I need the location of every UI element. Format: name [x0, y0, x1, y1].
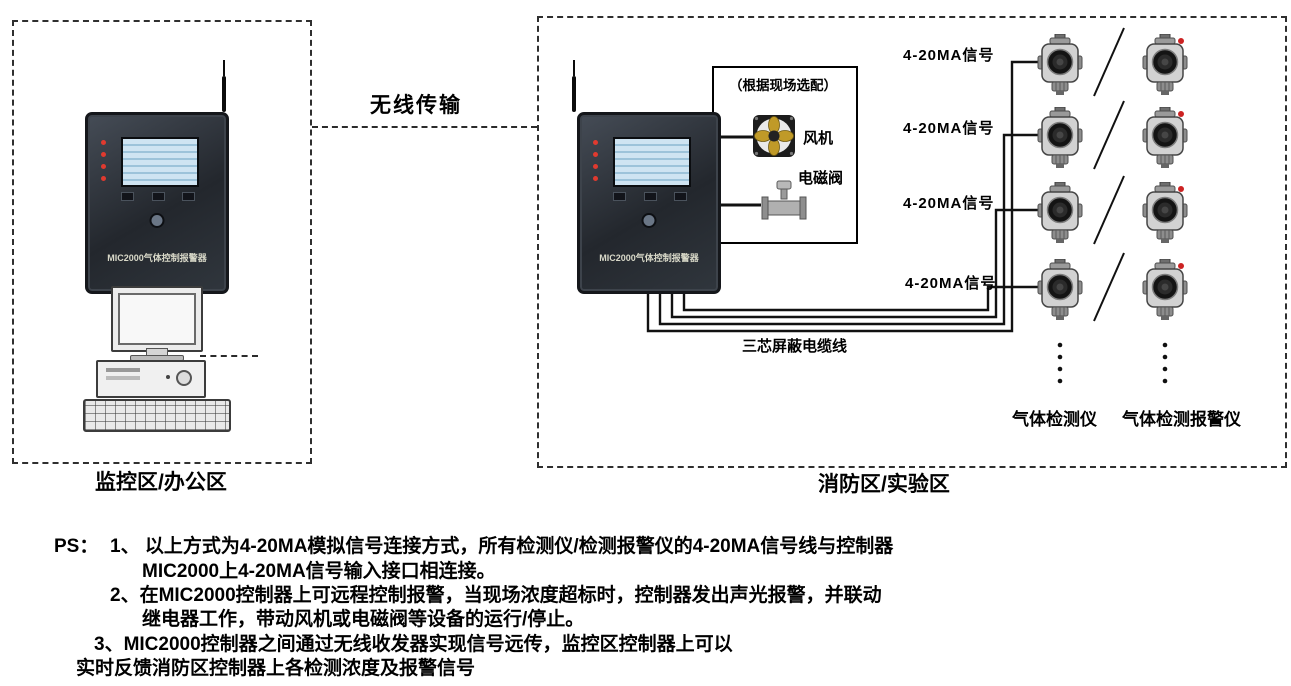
gas-detector-icon [1037, 34, 1083, 96]
gas-alarm-detector-icon [1142, 107, 1188, 169]
gas-alarm-detector-icon [1142, 259, 1188, 321]
monitoring-zone-box [12, 20, 312, 464]
gas-detector-icon [1037, 107, 1083, 169]
fire-zone-label: 消防区/实验区 [818, 473, 950, 496]
solenoid-valve-icon [761, 180, 807, 220]
controller-label: MIC2000气体控制报警器 [107, 253, 207, 263]
optional-box-title: （根据现场选配） [729, 78, 837, 93]
signal-label: 4-20MA信号 [905, 275, 997, 292]
fan-icon [753, 115, 795, 157]
controller-buttons [613, 192, 687, 201]
note-line: 1、 以上方式为4-20MA模拟信号连接方式，所有检测仪/检测报警仪的4-20M… [110, 536, 894, 557]
note-line: 3、MIC2000控制器之间通过无线收发器实现信号远传，监控区控制器上可以 [94, 634, 733, 655]
computer-case [96, 360, 206, 398]
wireless-link-line [312, 126, 537, 128]
monitoring-zone-label: 监控区/办公区 [95, 471, 227, 494]
antenna-icon [222, 60, 228, 112]
wireless-transmission-label: 无线传输 [370, 94, 462, 117]
gas-alarm-detector-icon [1142, 34, 1188, 96]
signal-label: 4-20MA信号 [903, 120, 995, 137]
signal-label: 4-20MA信号 [903, 195, 995, 212]
controller-screen [613, 137, 691, 187]
antenna-icon [572, 60, 578, 112]
controller-buttons [121, 192, 195, 201]
monitor-screen [118, 293, 196, 345]
controller-screen [121, 137, 199, 187]
note-line: MIC2000上4-20MA信号输入接口相连接。 [142, 561, 496, 582]
gas-alarm-detector-icon [1142, 182, 1188, 244]
led-indicators [593, 140, 598, 181]
note-line: 继电器工作，带动风机或电磁阀等设备的运行/停止。 [142, 609, 585, 630]
fire-zone-box [537, 16, 1287, 468]
pc-link-line [200, 355, 258, 357]
valve-label: 电磁阀 [798, 170, 844, 187]
power-led [166, 375, 170, 379]
shielded-cable-label: 三芯屏蔽电缆线 [742, 338, 848, 355]
detector-column-label: 气体检测仪 [1012, 410, 1097, 429]
power-button-icon [176, 370, 192, 386]
led-indicators [101, 140, 106, 181]
drive-slot [106, 376, 140, 380]
lock-icon [641, 213, 657, 228]
computer-monitor [111, 286, 203, 352]
keyboard-icon [83, 399, 231, 432]
lock-icon [149, 213, 165, 228]
gas-detector-icon [1037, 259, 1083, 321]
note-line: 2、在MIC2000控制器上可远程控制报警，当现场浓度超标时，控制器发出声光报警… [110, 585, 882, 606]
notes-prefix: PS： [54, 536, 99, 557]
controller-monitoring: MIC2000气体控制报警器 [85, 112, 229, 294]
signal-label: 4-20MA信号 [903, 47, 995, 64]
controller-fire-zone: MIC2000气体控制报警器 [577, 112, 721, 294]
gas-detector-icon [1037, 182, 1083, 244]
fan-label: 风机 [803, 130, 834, 147]
note-line: 实时反馈消防区控制器上各检测浓度及报警信号 [76, 658, 476, 679]
alarm-detector-column-label: 气体检测报警仪 [1122, 410, 1241, 429]
drive-slot [106, 368, 140, 372]
controller-label: MIC2000气体控制报警器 [599, 253, 699, 263]
